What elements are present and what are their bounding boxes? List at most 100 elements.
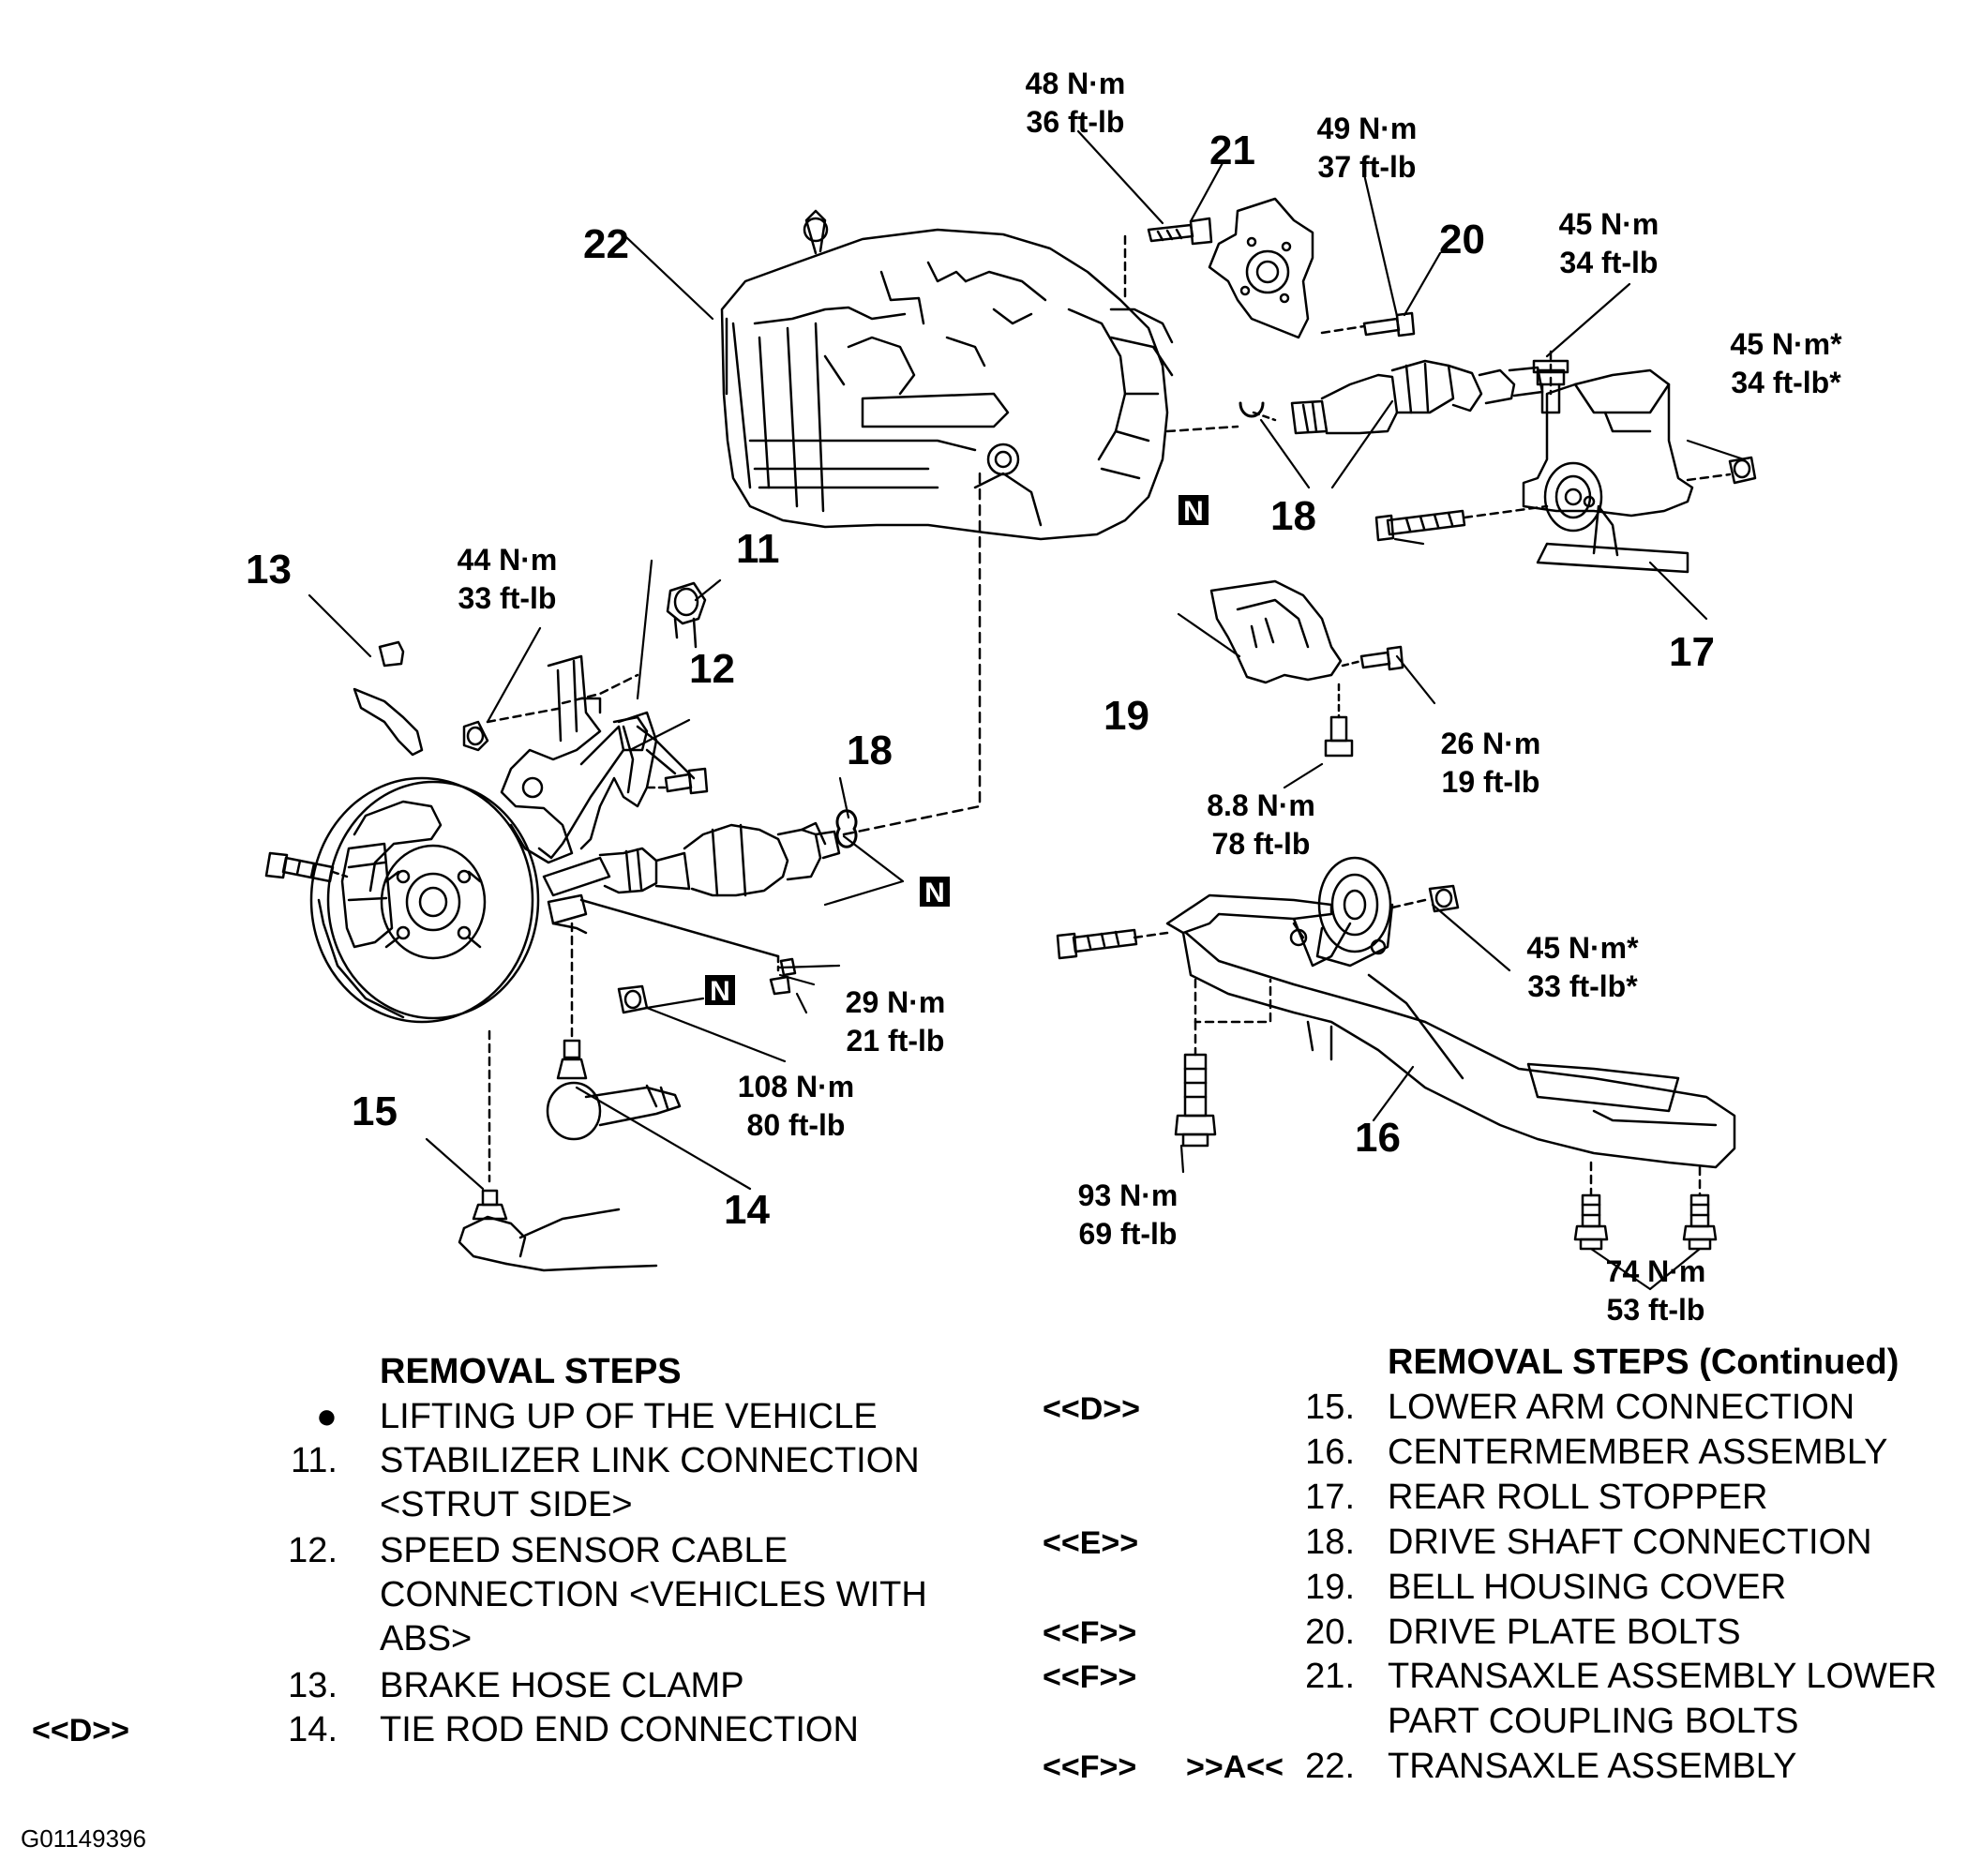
lower-arm-ball-joint-drawing [458, 1189, 658, 1272]
callout-19: 19 [1104, 693, 1149, 739]
step-mark: <<D>> [1043, 1391, 1140, 1427]
torque-93-ftlb: 69 ft-lb [1079, 1217, 1178, 1251]
callout-leaders [308, 129, 1746, 1291]
torque-74-ftlb: 53 ft-lb [1607, 1293, 1705, 1327]
torque-8.8-ftlb: 78 ft-lb [1212, 827, 1311, 861]
n-mark: N [710, 976, 730, 1007]
step-mark-secondary: >>A<< [1186, 1749, 1284, 1785]
step-number: 21. [1305, 1657, 1355, 1696]
step-number: 16. [1305, 1433, 1355, 1472]
transaxle-assembly-drawing [720, 209, 1174, 541]
centermember-bolt-93 [1174, 1053, 1217, 1148]
callout-15: 15 [352, 1088, 398, 1134]
snap-ring-lower [769, 957, 797, 996]
drive-plate-drawing [1208, 197, 1314, 339]
step-mark: <<F>> [1043, 1749, 1137, 1785]
step-mark: <<F>> [1043, 1659, 1137, 1695]
torque-74-nm: 74 N·m [1606, 1254, 1706, 1288]
torque-34-ftlb-star: 34 ft-lb* [1731, 366, 1841, 399]
strut-bracket-drawing [500, 654, 696, 864]
roll-stopper-through-bolt [1374, 509, 1466, 542]
speed-sensor-bracket-drawing [579, 711, 658, 850]
step-text: BRAKE HOSE CLAMP [380, 1666, 744, 1705]
roll-stopper-nut [1728, 456, 1757, 485]
torque-45-nm: 45 N·m [1559, 207, 1659, 241]
step-text: TIE ROD END CONNECTION [380, 1710, 859, 1749]
step-number: 15. [1305, 1388, 1355, 1427]
drive-shaft-drawing [542, 821, 841, 897]
step-number: 13. [288, 1666, 338, 1705]
step-number: 19. [1305, 1568, 1355, 1607]
torque-26-nm: 26 N·m [1441, 727, 1541, 760]
torque-108-nm: 108 N·m [738, 1070, 855, 1103]
step-number: 11. [290, 1441, 338, 1480]
stabilizer-link-drawing [666, 581, 707, 649]
torque-26-ftlb: 19 ft-lb [1442, 765, 1540, 799]
step-number: 22. [1305, 1747, 1355, 1786]
torque-93-nm: 93 N·m [1078, 1178, 1179, 1212]
torque-45-ftlb: 34 ft-lb [1560, 246, 1659, 279]
torque-48-ftlb: 36 ft-lb [1027, 105, 1125, 139]
torque-45-nm-star-2: 45 N·m* [1526, 931, 1639, 965]
n-mark: N [924, 878, 945, 908]
torque-33-ftlb-star: 33 ft-lb* [1527, 969, 1638, 1003]
knuckle-lower-drawing [547, 893, 780, 972]
step-text: STABILIZER LINK CONNECTION [380, 1441, 920, 1480]
tie-rod-end-drawing [546, 1039, 682, 1141]
brake-caliper-drawing [340, 800, 443, 949]
callout-20: 20 [1439, 217, 1485, 263]
roll-stopper-bolt-top [1532, 359, 1569, 414]
centermember-assembly-drawing [1165, 856, 1736, 1169]
tie-rod-nut [617, 984, 649, 1014]
step-mark: <<E>> [1043, 1525, 1139, 1561]
torque-29-ftlb: 21 ft-lb [847, 1024, 945, 1058]
callout-16: 16 [1355, 1115, 1401, 1161]
step-text: <STRUT SIDE> [380, 1485, 633, 1524]
torque-44-ftlb: 33 ft-lb [458, 581, 557, 615]
torque-48-nm: 48 N·m [1026, 67, 1126, 100]
bell-housing-cover-drawing [1209, 579, 1343, 684]
step-number: 18. [1305, 1523, 1355, 1562]
callout-17: 17 [1669, 629, 1715, 675]
step-text: PART COUPLING BOLTS [1388, 1702, 1799, 1741]
step-text: LIFTING UP OF THE VEHICLE [380, 1397, 878, 1436]
centermember-front-bolt [1056, 928, 1138, 960]
centermember-nut [1428, 884, 1460, 913]
step-text: CENTERMEMBER ASSEMBLY [1388, 1433, 1888, 1472]
step-text: ABS> [380, 1619, 473, 1658]
step-text: SPEED SENSOR CABLE [380, 1531, 788, 1570]
step-mark: <<D>> [32, 1713, 129, 1748]
n-replace-marks: N N N [705, 495, 1209, 1007]
rear-roll-stopper-drawing [1522, 368, 1694, 574]
brake-disc-hub-drawing [309, 776, 540, 1024]
callout-21: 21 [1209, 128, 1255, 173]
callout-18-upper: 18 [1270, 493, 1316, 539]
step-text: TRANSAXLE ASSEMBLY LOWER [1388, 1657, 1937, 1696]
step-mark: <<F>> [1043, 1615, 1137, 1651]
callout-12: 12 [689, 646, 735, 692]
step-number: 12. [288, 1531, 338, 1570]
callout-11: 11 [736, 526, 780, 572]
step-text: LOWER ARM CONNECTION [1388, 1388, 1855, 1427]
torque-45-nm-star: 45 N·m* [1730, 327, 1842, 361]
step-number: 14. [288, 1710, 338, 1749]
step-text: TRANSAXLE ASSEMBLY [1388, 1747, 1797, 1786]
caliper-bolt [264, 851, 335, 883]
step-text: CONNECTION <VEHICLES WITH [380, 1575, 927, 1614]
callout-13: 13 [246, 547, 292, 593]
callout-14: 14 [724, 1187, 770, 1233]
bell-cover-bolt-bottom [1324, 715, 1354, 758]
torque-8.8-nm: 8.8 N·m [1207, 788, 1315, 822]
step-text: DRIVE SHAFT CONNECTION [1388, 1523, 1872, 1562]
brake-hose-clamp-drawing [353, 640, 424, 757]
torque-29-nm: 29 N·m [846, 985, 946, 1019]
torque-49-nm: 49 N·m [1317, 112, 1418, 145]
centermember-bolt-rear-right [1682, 1193, 1718, 1251]
transaxle-coupling-bolt-21 [1147, 217, 1213, 246]
step-number: 20. [1305, 1613, 1355, 1652]
removal-steps-continued-header: REMOVAL STEPS (Continued) [1388, 1343, 1899, 1382]
speed-sensor-bolt [664, 767, 709, 795]
centermember-bolt-rear-left [1573, 1193, 1609, 1251]
step-text: DRIVE PLATE BOLTS [1388, 1613, 1741, 1652]
bell-cover-bolt-side [1359, 645, 1404, 671]
